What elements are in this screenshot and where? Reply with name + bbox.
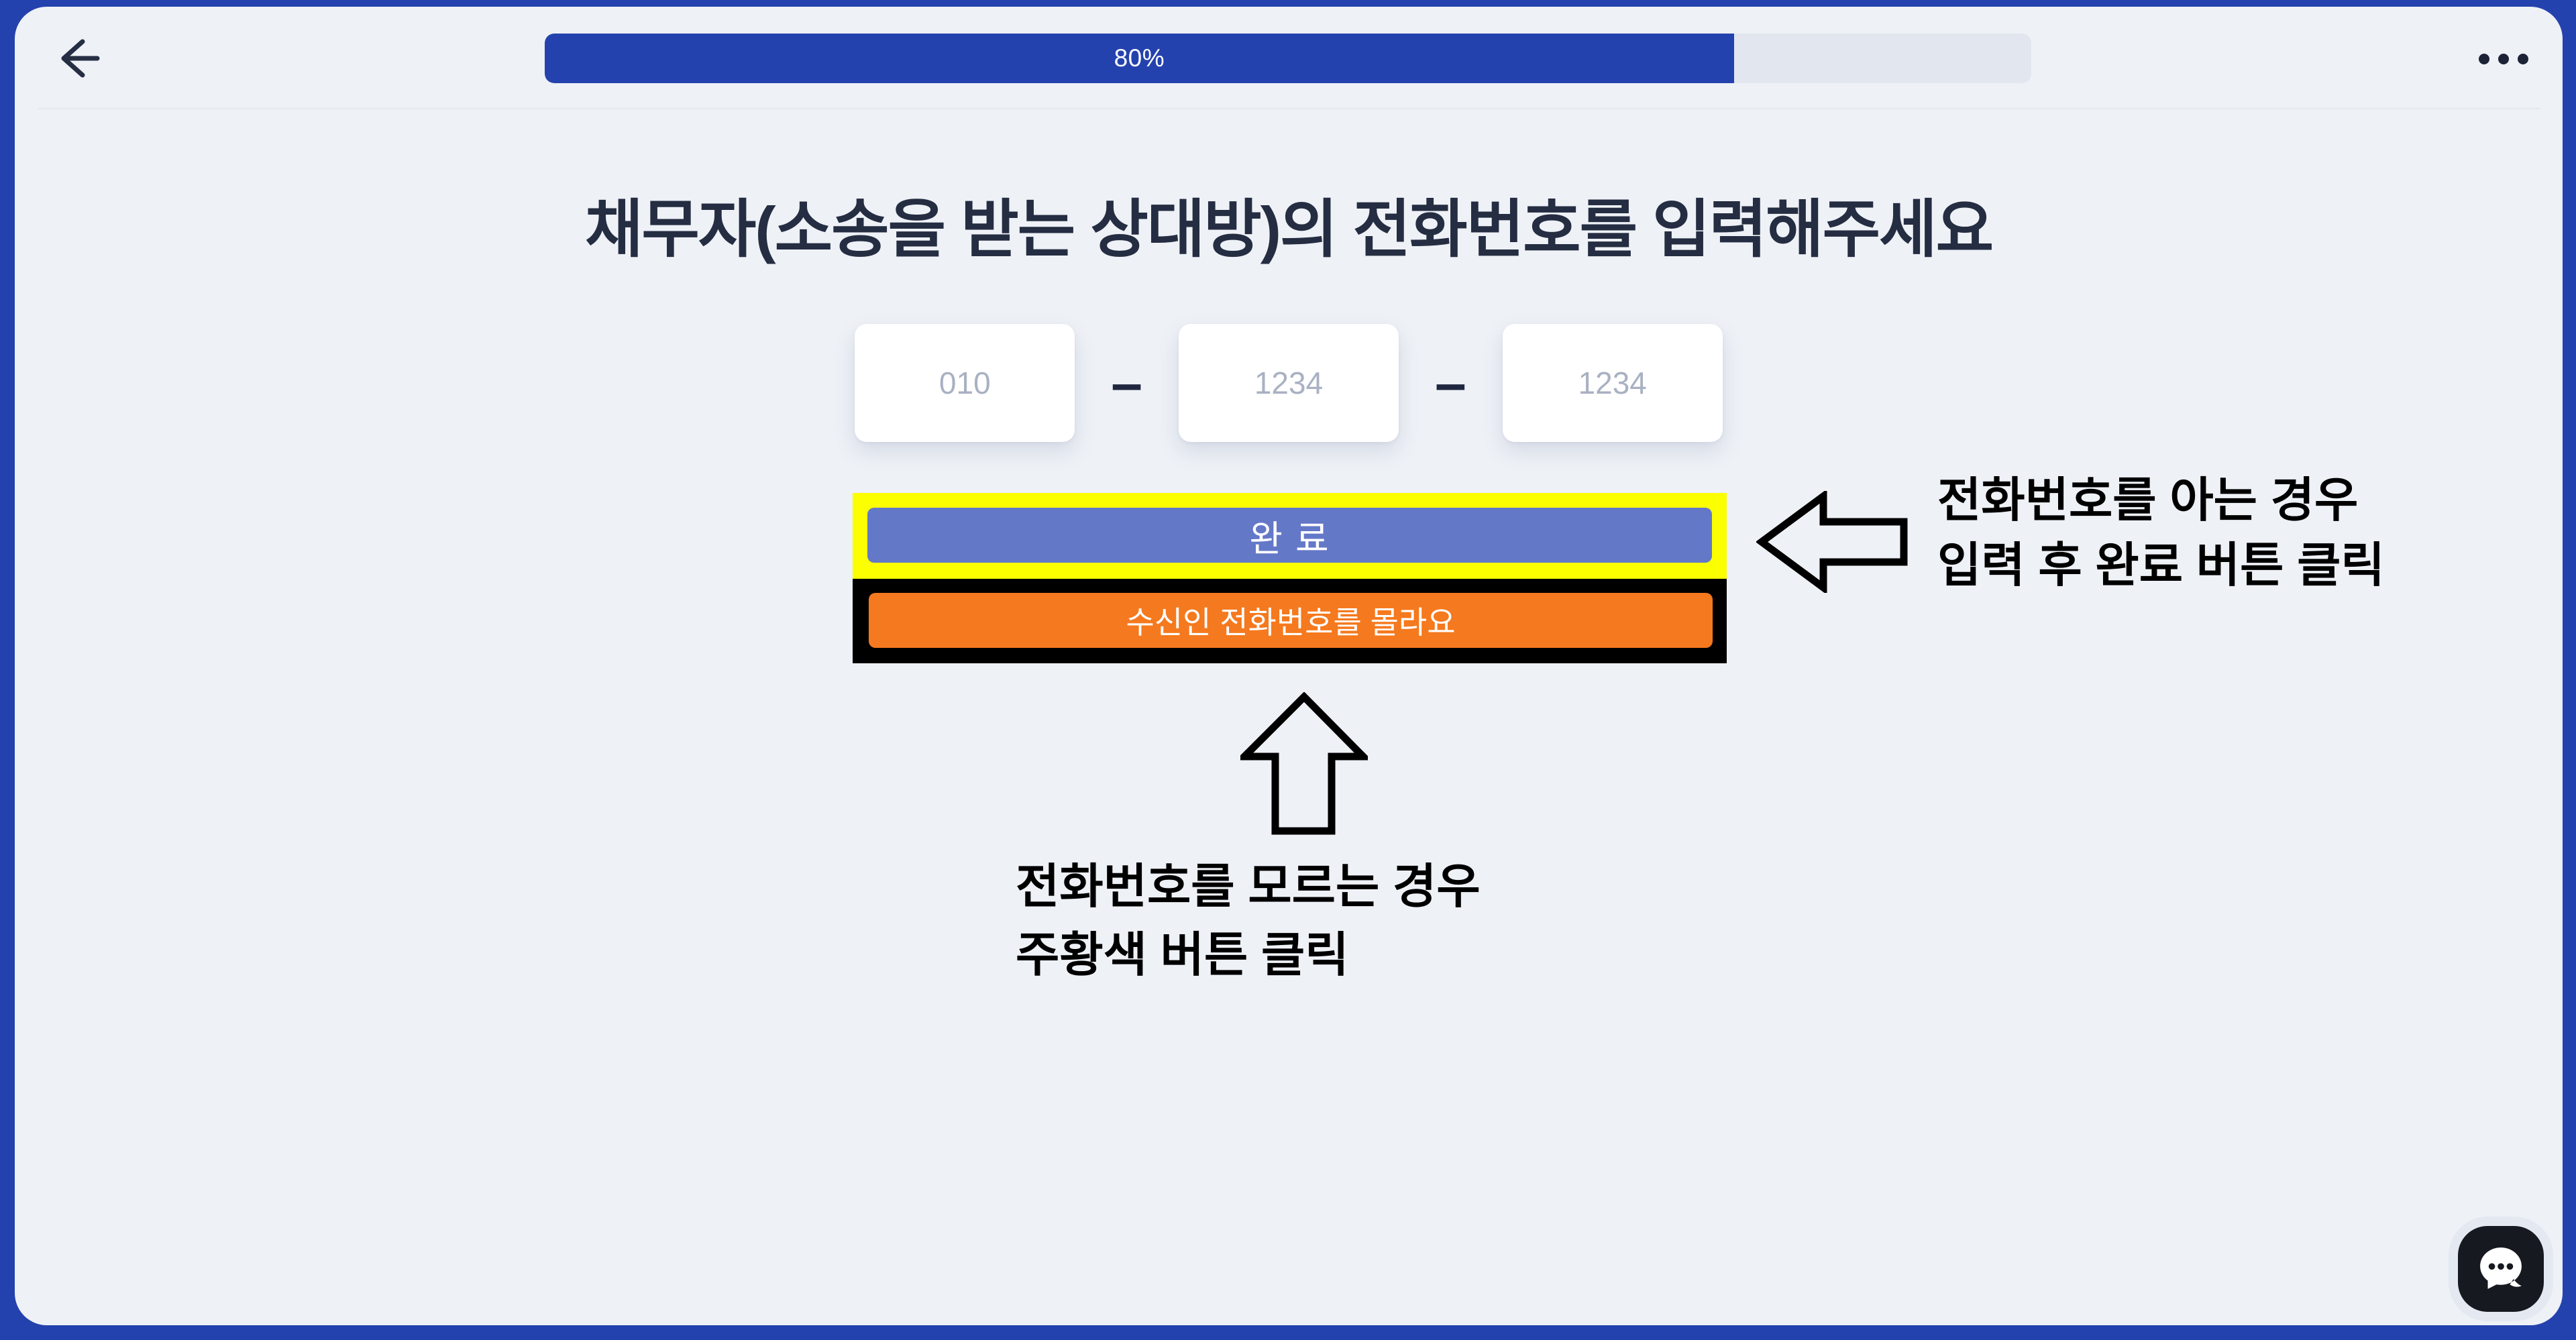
phone-part3-input[interactable] — [1502, 324, 1723, 442]
phone-input-row: – – — [15, 324, 2563, 442]
annotation-dont-know-phone-line1: 전화번호를 모르는 경우 — [1016, 860, 1481, 913]
block-arrow-left-icon — [1756, 491, 1911, 593]
unknown-phone-button[interactable]: 수신인 전화번호를 몰라요 — [869, 593, 1713, 648]
complete-button[interactable]: 완 료 — [867, 508, 1712, 563]
annotation-know-phone-line1: 전화번호를 아는 경우 — [1937, 474, 2359, 527]
chat-widget-button[interactable] — [2458, 1226, 2544, 1312]
progress-label: 80% — [1114, 44, 1165, 72]
progress-bar: 80% — [545, 34, 2031, 83]
block-arrow-up-icon — [1240, 692, 1368, 836]
more-menu-button[interactable] — [2457, 35, 2551, 83]
progress-fill: 80% — [545, 34, 1734, 83]
ellipsis-icon — [2479, 54, 2489, 64]
phone-part2-input[interactable] — [1179, 324, 1399, 442]
complete-button-highlight: 완 료 — [853, 493, 1727, 579]
arrow-left-icon — [56, 38, 100, 81]
unknown-button-highlight: 수신인 전화번호를 몰라요 — [853, 579, 1727, 663]
header-divider — [38, 108, 2540, 109]
dash-separator: – — [1111, 351, 1142, 414]
annotation-dont-know-phone-line2: 주황색 버튼 클릭 — [1016, 929, 1349, 982]
app-content: 80% 채무자(소송을 받는 상대방)의 전화번호를 입력해주세요 – – 완 … — [15, 7, 2563, 1325]
annotation-know-phone-line2: 입력 후 완료 버튼 클릭 — [1937, 539, 2385, 592]
back-button[interactable] — [50, 31, 106, 87]
ellipsis-icon — [2498, 54, 2509, 64]
annotation-know-phone: 전화번호를 아는 경우 입력 후 완료 버튼 클릭 — [1937, 468, 2385, 598]
ellipsis-icon — [2518, 54, 2528, 64]
phone-part1-input[interactable] — [855, 324, 1075, 442]
annotation-dont-know-phone: 전화번호를 모르는 경우 주황색 버튼 클릭 — [1016, 853, 1481, 990]
dash-separator: – — [1435, 351, 1466, 414]
page-title: 채무자(소송을 받는 상대방)의 전화번호를 입력해주세요 — [584, 194, 1994, 264]
chat-bubble-icon — [2472, 1239, 2530, 1299]
